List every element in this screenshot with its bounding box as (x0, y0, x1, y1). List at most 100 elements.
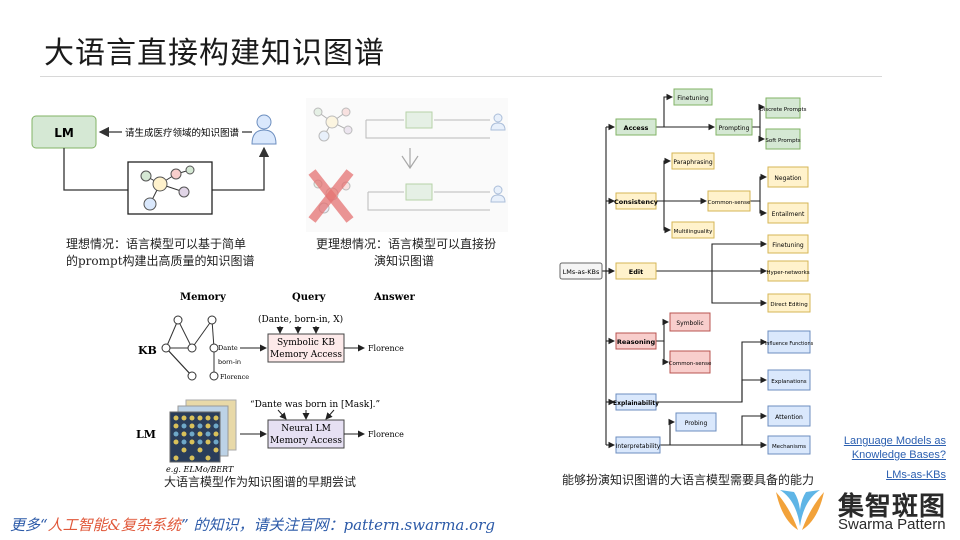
small-lm-box-top (405, 111, 433, 129)
node-probing (675, 412, 717, 432)
early-caption: 大语言模型作为知识图谱的早期尝试 (164, 475, 357, 489)
lm-to-graph-line (63, 148, 128, 191)
node-reasoning (615, 332, 657, 350)
lm-label-early: LM (136, 428, 156, 441)
prompt-text: 请生成医疗领域的知识图谱 (125, 127, 240, 139)
paper-link[interactable]: Language Models as Knowledge Bases? (820, 434, 946, 462)
node-born-in: born-in (218, 358, 241, 366)
node-attention-label: Attention (775, 414, 803, 421)
example-label: e.g. ELMo/BERT (166, 465, 234, 474)
node-interpretability (615, 436, 661, 454)
node-edit (615, 262, 657, 280)
node-commonsense-reasoning (669, 350, 711, 374)
node-root-label: LMs-as-KBs (563, 268, 600, 276)
paper-link-line-1: Language Models as (843, 435, 946, 447)
taxonomy-caption: 能够扮演知识图谱的大语言模型需要具备的能力 (562, 473, 815, 487)
user-icon (251, 114, 277, 145)
symbolic-box-line-2: Memory Access (270, 350, 342, 360)
node-direct-editing-label: Direct Editing (770, 302, 807, 308)
footer-text: 更多“人工智能&复杂系统” 的知识，请关注官网：pattern.swarma.o… (10, 514, 495, 535)
neural-box-line-1: Neural LM (281, 424, 331, 434)
node-attention (767, 405, 811, 427)
cross-out-icon (308, 169, 354, 223)
ideal-caption-line-1: 理想情况：语言模型可以基于简单 (66, 237, 247, 251)
node-direct-editing (767, 293, 811, 313)
node-entailment (767, 202, 809, 224)
col-query: Query (292, 292, 327, 303)
small-user-icon-top (490, 113, 506, 131)
graph-to-user-arrow (212, 146, 270, 191)
node-symbolic (669, 312, 711, 332)
node-influence-functions (767, 330, 811, 354)
node-multilinguality (671, 221, 715, 239)
node-finetuning-edit-label: Finetuning (772, 242, 804, 249)
better-caption: 更理想情况：语言模型可以直接扮 演知识图谱 (316, 236, 496, 270)
node-probing-label: Probing (685, 420, 708, 427)
better-caption-line-1: 更理想情况：语言模型可以直接扮 (316, 237, 497, 251)
small-graph-icon-top (313, 107, 353, 142)
node-mechanisms-label: Mechanisms (772, 444, 806, 450)
answer-1: Florence (368, 344, 404, 353)
node-hypernetworks (767, 260, 809, 282)
node-interpretability-label: Interpretability (616, 443, 661, 450)
footer-highlight: 人工智能&复杂系统 (47, 516, 182, 534)
node-root (559, 262, 603, 280)
better-case-diagram (306, 98, 508, 232)
ideal-caption: 理想情况：语言模型可以基于简单 的prompt构建出高质量的知识图谱 (66, 236, 255, 270)
small-lm-box-bottom (405, 183, 433, 201)
node-consistency-label: Consistency (614, 198, 659, 206)
swarma-logo-icon (776, 490, 824, 530)
kb-graph-icon (161, 315, 219, 381)
footer-suffix: ” 的知识，请关注官网：pattern.swarma.org (181, 516, 495, 534)
node-consistency (615, 192, 657, 210)
node-reasoning-label: Reasoning (617, 338, 656, 346)
title-divider (40, 76, 882, 77)
col-memory: Memory (180, 292, 227, 303)
node-edit-label: Edit (629, 268, 643, 276)
footer-prefix: 更多“ (10, 516, 48, 534)
col-answer: Answer (373, 292, 416, 303)
brand-name-cn: 集智斑图 (838, 492, 947, 522)
node-multilinguality-label: Multilinguality (674, 229, 714, 235)
node-soft-prompts (765, 128, 801, 150)
node-commonsense-reasoning-label: Common-sense (669, 361, 712, 367)
knowledge-graph-icon (140, 165, 195, 211)
embedding-grid-icon (169, 399, 237, 463)
node-paraphrasing (671, 152, 715, 170)
node-explanations-label: Explanations (771, 379, 807, 385)
query-triple: (Dante, born-in, X) (258, 314, 343, 325)
node-access-label: Access (624, 124, 649, 132)
survey-link[interactable]: LMs-as-KBs (886, 469, 946, 481)
node-symbolic-label: Symbolic (676, 320, 703, 327)
lm-query: “Dante was born in [Mask].” (250, 399, 380, 410)
neural-box-line-2: Memory Access (270, 436, 342, 446)
node-florence: Florence (220, 373, 249, 381)
node-explainability-label: Explainability (613, 400, 659, 407)
node-finetuning-edit (767, 234, 809, 254)
node-dante: Dante (218, 344, 238, 352)
node-soft-prompts-label: Soft Prompts (765, 138, 800, 144)
node-access (615, 118, 657, 136)
node-discrete-prompts-label: Discrete Prompts (759, 107, 806, 113)
symbolic-box-line-1: Symbolic KB (277, 338, 335, 348)
knowledge-graph-box (127, 161, 213, 215)
ideal-caption-line-2: 的prompt构建出高质量的知识图谱 (66, 254, 255, 268)
prompt-bg (122, 124, 242, 140)
brand-name-en: Swarma Pattern (838, 516, 946, 533)
node-negation (767, 166, 809, 188)
node-commonsense-consistency (707, 190, 751, 212)
kb-label: KB (138, 344, 157, 357)
node-finetuning-access (673, 88, 713, 106)
ideal-case-diagram: LM 请生成医疗领域的知识图谱 (31, 114, 277, 215)
better-caption-line-2: 演知识图谱 (374, 254, 435, 268)
small-user-icon-bottom (490, 185, 506, 203)
node-entailment-label: Entailment (772, 211, 805, 218)
neural-lm-box (267, 419, 345, 449)
paper-link-line-2: Knowledge Bases? (851, 449, 946, 461)
node-explanations (767, 369, 811, 391)
node-finetuning-access-label: Finetuning (677, 95, 709, 102)
node-commonsense-consistency-label: Common-sense (708, 200, 751, 206)
reference-links: Language Models as Knowledge Bases? LMs-… (820, 434, 946, 482)
node-negation-label: Negation (774, 175, 801, 182)
node-explainability (615, 393, 657, 411)
